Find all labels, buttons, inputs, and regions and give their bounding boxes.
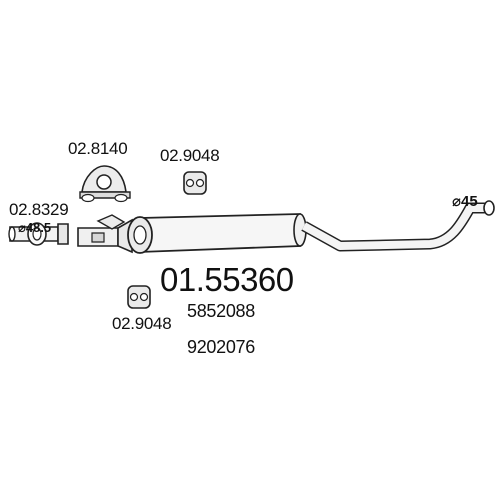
outlet-diameter-label: ⌀45 [452,193,478,210]
rubber-hanger-bottom [127,285,151,309]
tail-pipe [301,200,495,252]
clamp-code-label: 02.8140 [68,139,128,158]
oem-number-1: 5852088 [187,301,255,321]
gasket-ring [27,222,47,246]
part-number-label: 01.55360 [160,261,294,298]
front-pipe-flange [77,214,133,254]
rubber-hanger-top [183,171,207,195]
hanger-bottom-code-label: 02.9048 [112,314,172,333]
gasket-code-label: 02.8329 [9,200,69,219]
hanger-top-code-label: 02.9048 [160,146,220,165]
oem-number-2: 9202076 [187,337,255,357]
clamp [79,165,131,203]
inlet-diameter-label: ⌀48.5 [18,220,52,235]
muffler-body [127,213,307,254]
